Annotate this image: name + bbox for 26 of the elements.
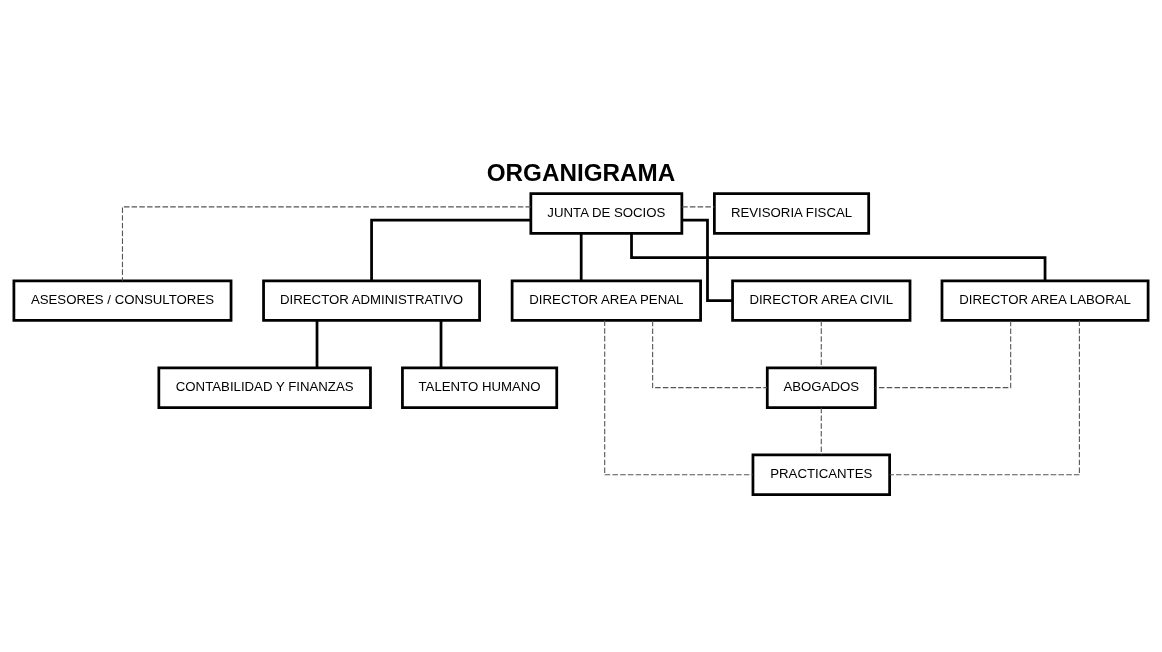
connector <box>681 205 715 207</box>
node-box: ABOGADOS <box>765 365 877 409</box>
connector <box>681 218 733 302</box>
node-box: PRACTICANTES <box>751 453 891 496</box>
node-box: CONTABILIDAD Y FINANZAS <box>157 365 372 409</box>
node-box: DIRECTOR AREA PENAL <box>510 278 702 322</box>
connector <box>820 406 822 455</box>
connector <box>121 205 532 281</box>
connector <box>315 320 319 368</box>
connector <box>652 319 768 388</box>
node-box: JUNTA DE SOCIOS <box>529 191 684 235</box>
node-box: DIRECTOR AREA LABORAL <box>940 278 1150 322</box>
connector <box>604 319 754 475</box>
connector <box>820 319 822 368</box>
connector <box>370 218 531 281</box>
connector <box>889 319 1080 475</box>
node-box: ASESORES / CONSULTORES <box>12 278 233 322</box>
connector <box>579 233 583 280</box>
node-box: DIRECTOR AREA CIVIL <box>731 278 912 322</box>
connector <box>875 319 1012 388</box>
diagram-title: ORGANIGRAMA <box>486 158 676 186</box>
node-box: REVISORIA FISCAL <box>713 191 871 235</box>
node-box: DIRECTOR ADMINISTRATIVO <box>262 278 481 322</box>
connector <box>630 233 1047 281</box>
connector <box>439 320 443 368</box>
node-box: TALENTO HUMANO <box>401 365 559 409</box>
